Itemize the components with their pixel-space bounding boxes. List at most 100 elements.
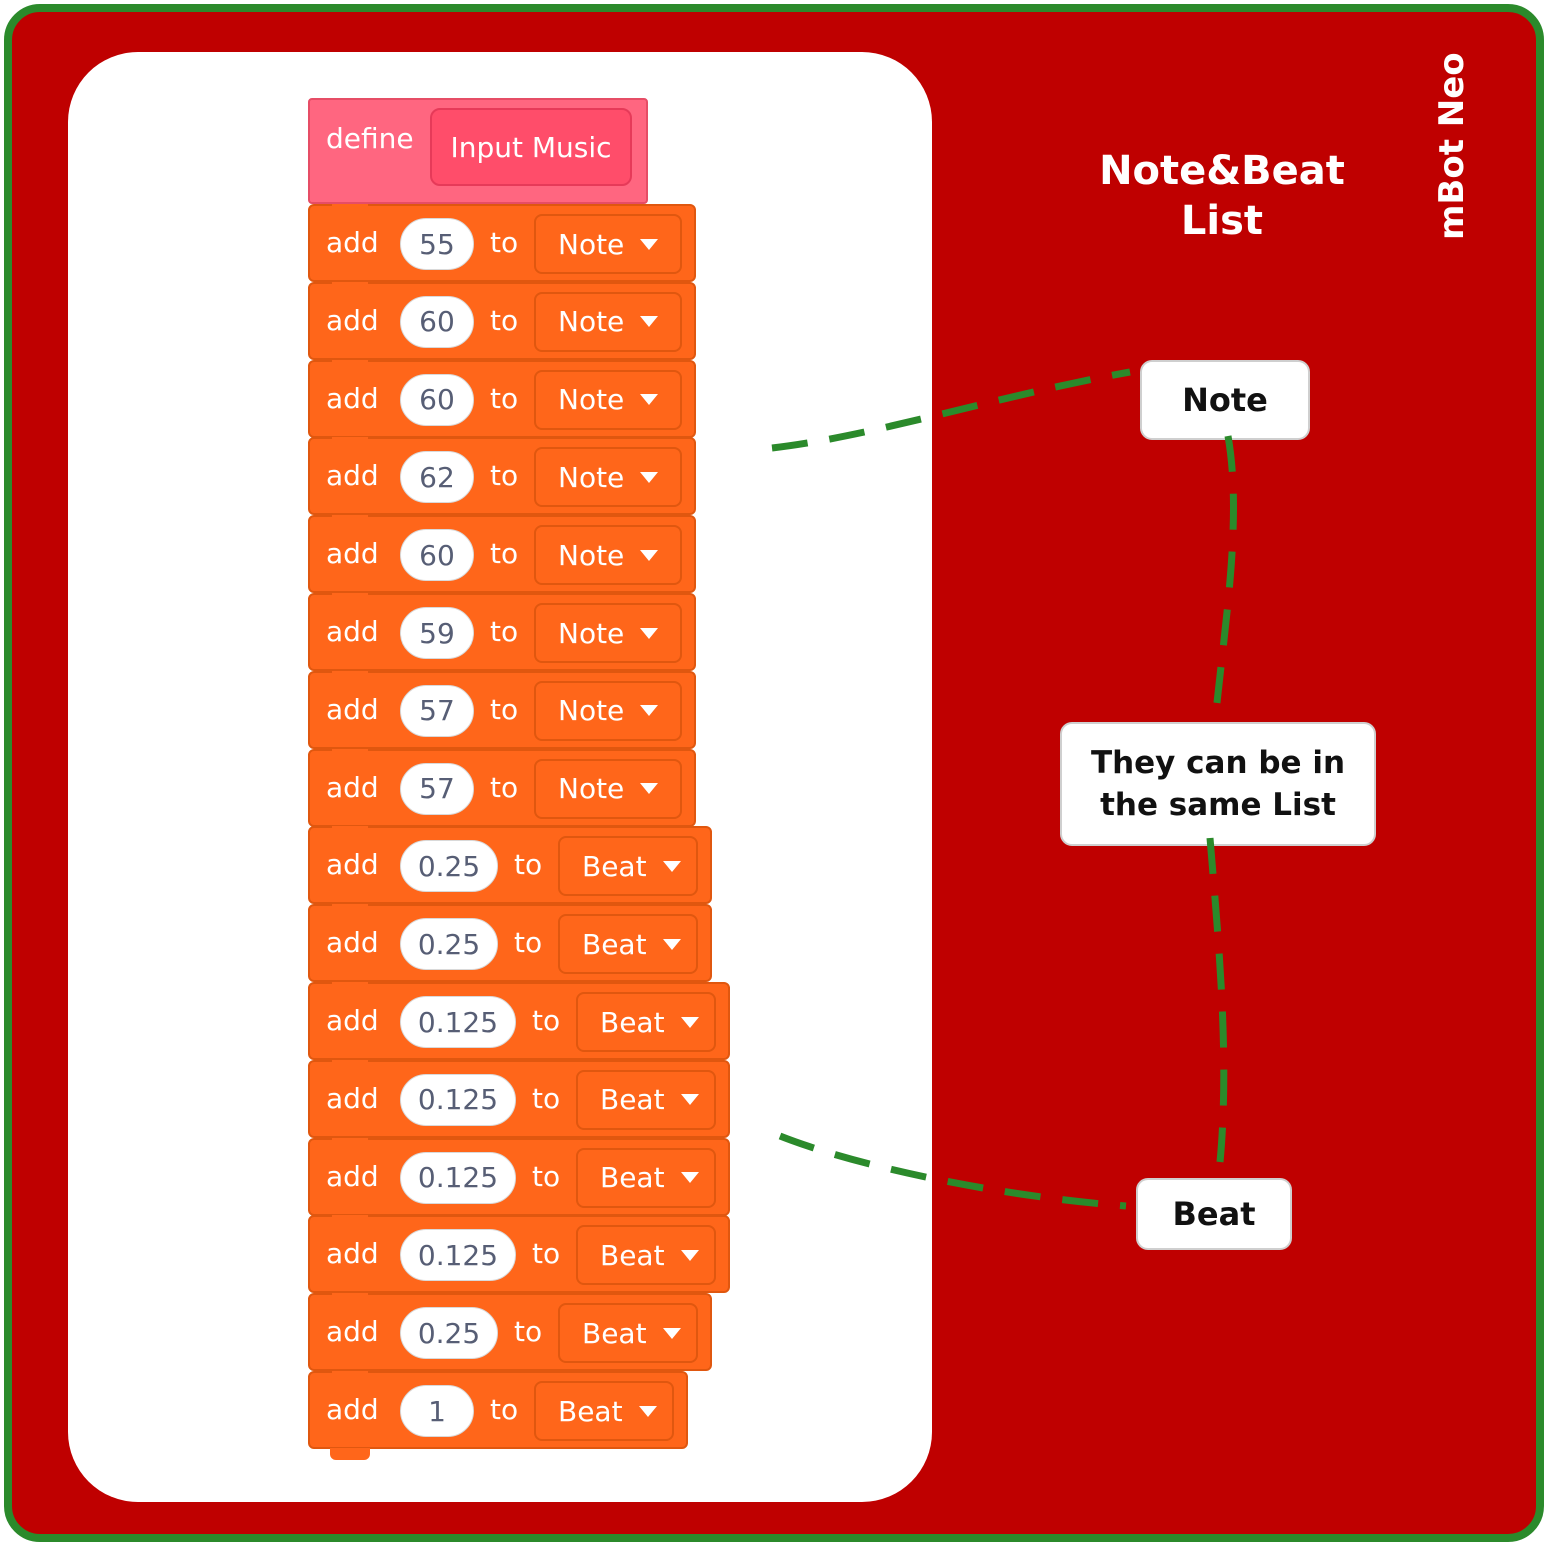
add-keyword: add (326, 537, 379, 571)
add-keyword: add (326, 1237, 379, 1271)
list-dropdown-label: Note (558, 694, 625, 728)
define-block[interactable]: define Input Music (308, 98, 648, 204)
stack-end-tab (330, 1448, 370, 1460)
beat-callout: Beat (1136, 1178, 1292, 1250)
to-keyword: to (532, 1004, 561, 1037)
value-input[interactable]: 0.25 (400, 1307, 498, 1360)
add-keyword: add (326, 848, 379, 882)
add-to-list-block[interactable]: add 0.25 to Beat (308, 826, 712, 905)
list-dropdown[interactable]: Note (534, 758, 682, 819)
caret-down-icon (640, 316, 659, 328)
list-dropdown-label: Note (558, 772, 625, 806)
block-notch (332, 982, 368, 994)
caret-down-icon (640, 238, 659, 250)
caret-down-icon (640, 471, 659, 483)
value-input[interactable]: 59 (400, 607, 474, 659)
list-dropdown[interactable]: Note (534, 214, 682, 274)
heading-line-1: Note&Beat (1099, 148, 1345, 194)
block-notch (332, 437, 368, 450)
list-dropdown[interactable]: Beat (558, 1303, 698, 1364)
list-dropdown[interactable]: Beat (576, 1147, 716, 1208)
value-input[interactable]: 0.25 (400, 840, 498, 893)
list-dropdown[interactable]: Beat (558, 914, 698, 975)
block-notch (332, 904, 368, 917)
value-input[interactable]: 57 (400, 762, 474, 815)
value-input[interactable]: 0.125 (400, 1229, 516, 1282)
list-dropdown-label: Note (558, 305, 625, 339)
same-list-line-1: They can be in (1090, 745, 1346, 781)
value-input[interactable]: 62 (400, 451, 474, 504)
block-notch (332, 1293, 368, 1306)
add-keyword: add (326, 1004, 379, 1037)
list-dropdown[interactable]: Beat (534, 1381, 674, 1441)
list-dropdown-label: Note (558, 460, 625, 494)
list-dropdown[interactable]: Note (534, 525, 682, 586)
value-input[interactable]: 60 (400, 529, 474, 582)
list-dropdown[interactable]: Note (534, 680, 682, 741)
define-keyword: define (326, 122, 414, 155)
same-list-callout: They can be in the same List (1060, 722, 1376, 846)
block-notch (332, 359, 368, 372)
value-input[interactable]: 1 (400, 1385, 474, 1437)
add-keyword: add (326, 692, 379, 726)
list-dropdown[interactable]: Note (534, 603, 682, 663)
to-keyword: to (490, 770, 519, 804)
value-input[interactable]: 0.125 (400, 996, 516, 1048)
block-notch (332, 670, 368, 683)
list-dropdown[interactable]: Beat (558, 836, 698, 897)
value-input[interactable]: 60 (400, 373, 474, 426)
block-notch (332, 1059, 368, 1072)
caret-down-icon (640, 627, 659, 639)
define-name[interactable]: Input Music (430, 108, 632, 186)
caret-down-icon (680, 1172, 699, 1184)
add-to-list-block[interactable]: add 0.125 to Beat (308, 982, 730, 1060)
add-keyword: add (326, 926, 379, 960)
list-dropdown-label: Note (558, 538, 625, 572)
list-dropdown[interactable]: Beat (576, 1225, 716, 1286)
list-dropdown[interactable]: Note (534, 291, 682, 352)
value-input[interactable]: 60 (400, 295, 474, 348)
block-notch (332, 748, 368, 761)
list-dropdown-label: Beat (600, 1161, 665, 1195)
list-dropdown-label: Note (558, 227, 625, 261)
caret-down-icon (640, 549, 659, 561)
add-keyword: add (326, 459, 379, 493)
heading-line-2: List (1180, 198, 1264, 244)
add-keyword: add (326, 1159, 379, 1193)
block-notch (332, 1371, 368, 1383)
block-notch (332, 204, 368, 216)
list-dropdown[interactable]: Note (534, 447, 682, 508)
block-notch (332, 515, 368, 528)
list-dropdown-label: Beat (600, 1083, 665, 1117)
block-notch (332, 281, 368, 294)
caret-down-icon (640, 394, 659, 406)
to-keyword: to (514, 848, 543, 882)
value-input[interactable]: 0.125 (400, 1073, 516, 1126)
caret-down-icon (638, 1405, 657, 1417)
value-input[interactable]: 55 (400, 218, 474, 270)
value-input[interactable]: 0.25 (400, 918, 498, 971)
list-dropdown[interactable]: Beat (576, 992, 716, 1052)
value-input[interactable]: 0.125 (400, 1151, 516, 1204)
to-keyword: to (532, 1081, 561, 1115)
list-dropdown[interactable]: Note (534, 369, 682, 430)
list-dropdown-label: Beat (600, 1005, 665, 1039)
value-input[interactable]: 57 (400, 684, 474, 737)
list-dropdown[interactable]: Beat (576, 1069, 716, 1130)
list-dropdown-label: Note (558, 616, 625, 650)
add-keyword: add (326, 1315, 379, 1349)
